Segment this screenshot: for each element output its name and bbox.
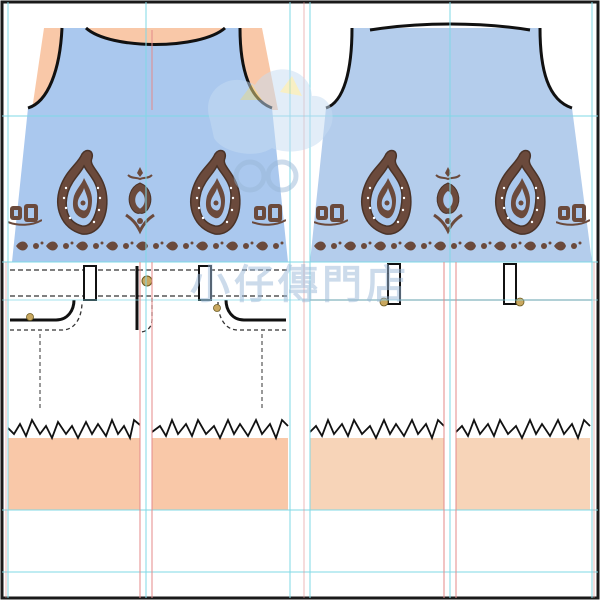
front-neckline (84, 26, 226, 46)
back-fringe-right (456, 412, 590, 438)
front-pocket-left (10, 299, 76, 322)
watermark: 小仔傳門店 (190, 69, 410, 308)
front-pocket-left-stitch (10, 301, 83, 331)
front-leg-skin-left (8, 438, 140, 510)
front-pocket-right-stitch (217, 301, 286, 331)
front-leg-skin-right (152, 438, 288, 510)
back-leg-skin-right (456, 438, 590, 510)
back-fringe-left (310, 412, 444, 438)
back-armhole-left (325, 27, 354, 110)
front-pocket-rivet-right (213, 304, 221, 312)
front-fringe-right (152, 412, 288, 438)
front-pocket-rivet-left (26, 313, 34, 321)
front-pocket-right (224, 299, 286, 322)
front-neck-skin (86, 28, 225, 43)
back-leg-skin-left (310, 438, 444, 510)
watermark-text: 小仔傳門店 (190, 262, 410, 308)
watermark-logo-icon (208, 69, 333, 193)
front-shorts (8, 262, 290, 412)
back-belt-loop-left (387, 263, 401, 305)
back-rivet-right (515, 297, 525, 307)
front-armhole-left (27, 27, 64, 110)
front-belt-loop-left (83, 265, 97, 301)
back-belt-loop-right (503, 263, 517, 305)
back-armhole-right (538, 27, 573, 110)
front-fly-button (141, 275, 153, 287)
